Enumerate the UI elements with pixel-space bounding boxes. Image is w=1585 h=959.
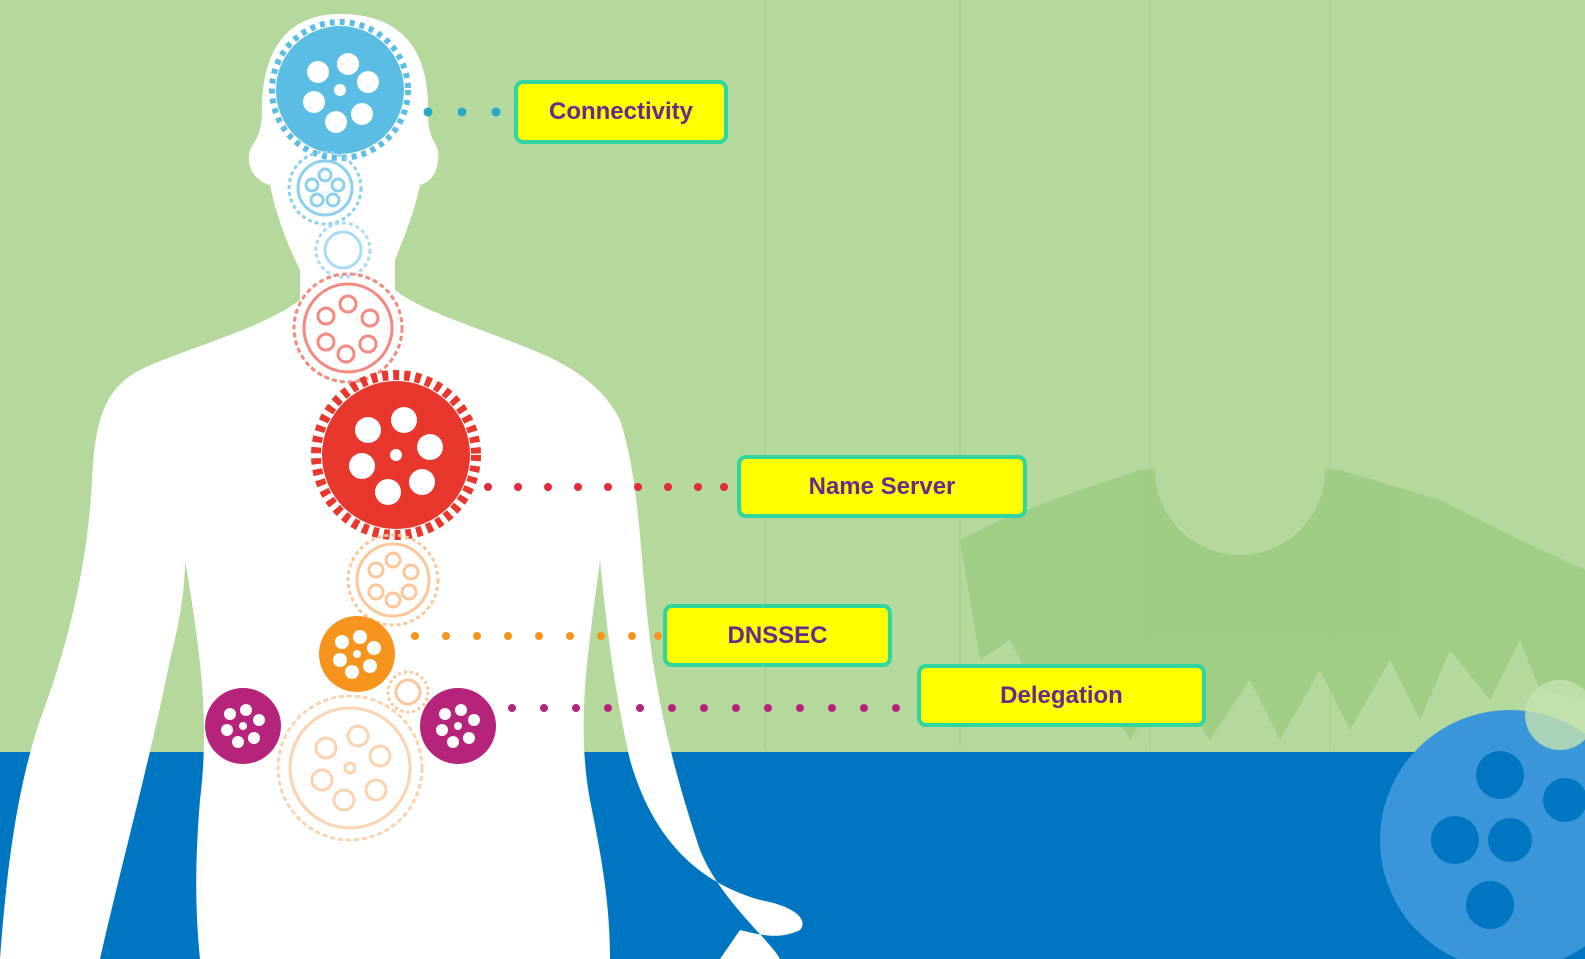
corner-gear-icon [1380, 710, 1585, 959]
connector-connectivity [423, 107, 501, 117]
connector-dnssec [411, 632, 662, 640]
label-connectivity: Connectivity [514, 80, 728, 144]
gear-head-icon [269, 19, 411, 161]
gear-pelvis-icon [276, 694, 424, 842]
label-dnssec-text: DNSSEC [727, 621, 828, 649]
gear-neck-upper-icon [287, 150, 363, 226]
label-dnssec: DNSSEC [663, 604, 892, 667]
label-name-server-text: Name Server [808, 472, 956, 500]
gear-right-hip-icon [420, 688, 496, 764]
connector-delegation [508, 704, 900, 712]
gear-small-icon [386, 670, 430, 714]
corner-small-gear-icon [1525, 680, 1585, 750]
human-silhouette [0, 14, 1585, 959]
label-delegation-text: Delegation [1000, 681, 1123, 709]
connector-name-server [484, 483, 728, 491]
gear-left-hip-icon [205, 688, 281, 764]
label-connectivity-text: Connectivity [548, 98, 694, 125]
gear-chest-icon [311, 370, 481, 540]
label-name-server: Name Server [737, 455, 1027, 518]
label-delegation: Delegation [917, 664, 1206, 727]
gear-neck-lower-icon [314, 221, 372, 279]
gear-abdomen-icon [346, 533, 440, 627]
gear-upper-chest-icon [292, 272, 404, 384]
gear-stomach-icon [319, 616, 395, 692]
